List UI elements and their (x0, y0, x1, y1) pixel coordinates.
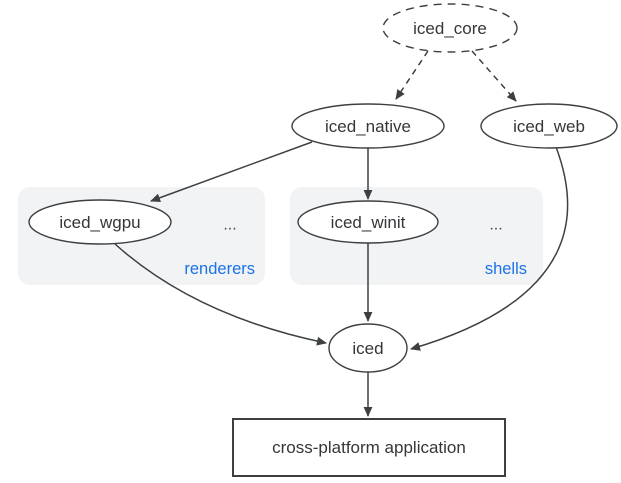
iced-core-label: iced_core (413, 19, 487, 38)
edge-iced-wgpu-to-iced (114, 243, 327, 346)
node-iced-winit: iced_winit (297, 200, 439, 244)
shells-ellipsis: ... (489, 217, 502, 234)
node-iced-native: iced_native (291, 103, 445, 149)
renderers-ellipsis: ... (223, 217, 236, 234)
iced-web-ellipse (480, 103, 618, 149)
iced-ellipse (328, 323, 408, 373)
node-iced-web: iced_web (480, 103, 618, 149)
shells-group-label: shells (485, 260, 527, 278)
iced-web-label: iced_web (513, 117, 585, 136)
node-iced: iced (328, 323, 408, 373)
edge-iced-native-to-iced-wgpu (150, 141, 313, 203)
edge-iced-web-to-iced (410, 146, 569, 351)
application-label: cross-platform application (272, 438, 466, 457)
iced-winit-label: iced_winit (331, 213, 406, 232)
edge-iced-core-to-iced-web (471, 50, 517, 102)
iced-wgpu-ellipse (28, 199, 172, 245)
iced-wgpu-label: iced_wgpu (59, 213, 140, 232)
iced-winit-ellipse (297, 200, 439, 244)
iced-label: iced (352, 339, 383, 358)
application-rect (232, 418, 506, 477)
iced-native-label: iced_native (325, 117, 411, 136)
node-iced-wgpu: iced_wgpu (28, 199, 172, 245)
renderers-group-label: renderers (184, 260, 255, 278)
node-iced-core: iced_core (382, 3, 518, 53)
edge-iced-core-to-iced-native (395, 50, 429, 100)
iced-core-ellipse (382, 3, 518, 53)
iced-native-ellipse (291, 103, 445, 149)
node-application: cross-platform application (232, 418, 506, 477)
